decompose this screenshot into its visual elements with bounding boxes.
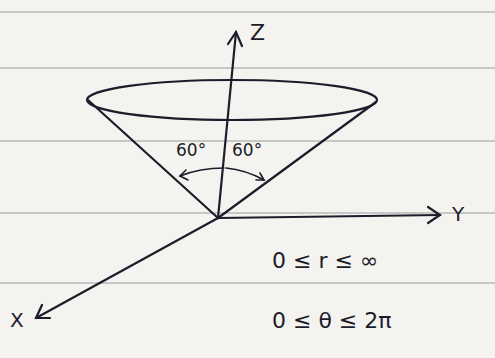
range-label: 0 ≤ θ ≤ 2π xyxy=(272,310,392,332)
angle-label: 60° xyxy=(176,142,206,159)
angle-arrowhead xyxy=(180,170,188,180)
y-axis xyxy=(218,215,440,218)
z-arrowhead xyxy=(228,32,242,46)
ruled-lines xyxy=(0,12,495,283)
x-axis xyxy=(36,218,218,318)
axis-label: Z xyxy=(250,22,265,44)
angle-label: 60° xyxy=(232,142,262,159)
y-arrowhead xyxy=(428,207,440,223)
axis-label: X xyxy=(10,310,24,330)
axis-label: Y xyxy=(452,204,464,224)
angle-arc xyxy=(180,168,224,176)
z-axis xyxy=(218,32,236,218)
range-label: 0 ≤ r ≤ ∞ xyxy=(272,250,378,272)
cone-side xyxy=(218,102,376,218)
angle-arc xyxy=(226,168,264,180)
cone-side xyxy=(88,100,218,218)
cone-rim xyxy=(87,80,377,120)
x-arrowhead xyxy=(36,305,50,318)
angle-arrowhead xyxy=(256,173,264,180)
